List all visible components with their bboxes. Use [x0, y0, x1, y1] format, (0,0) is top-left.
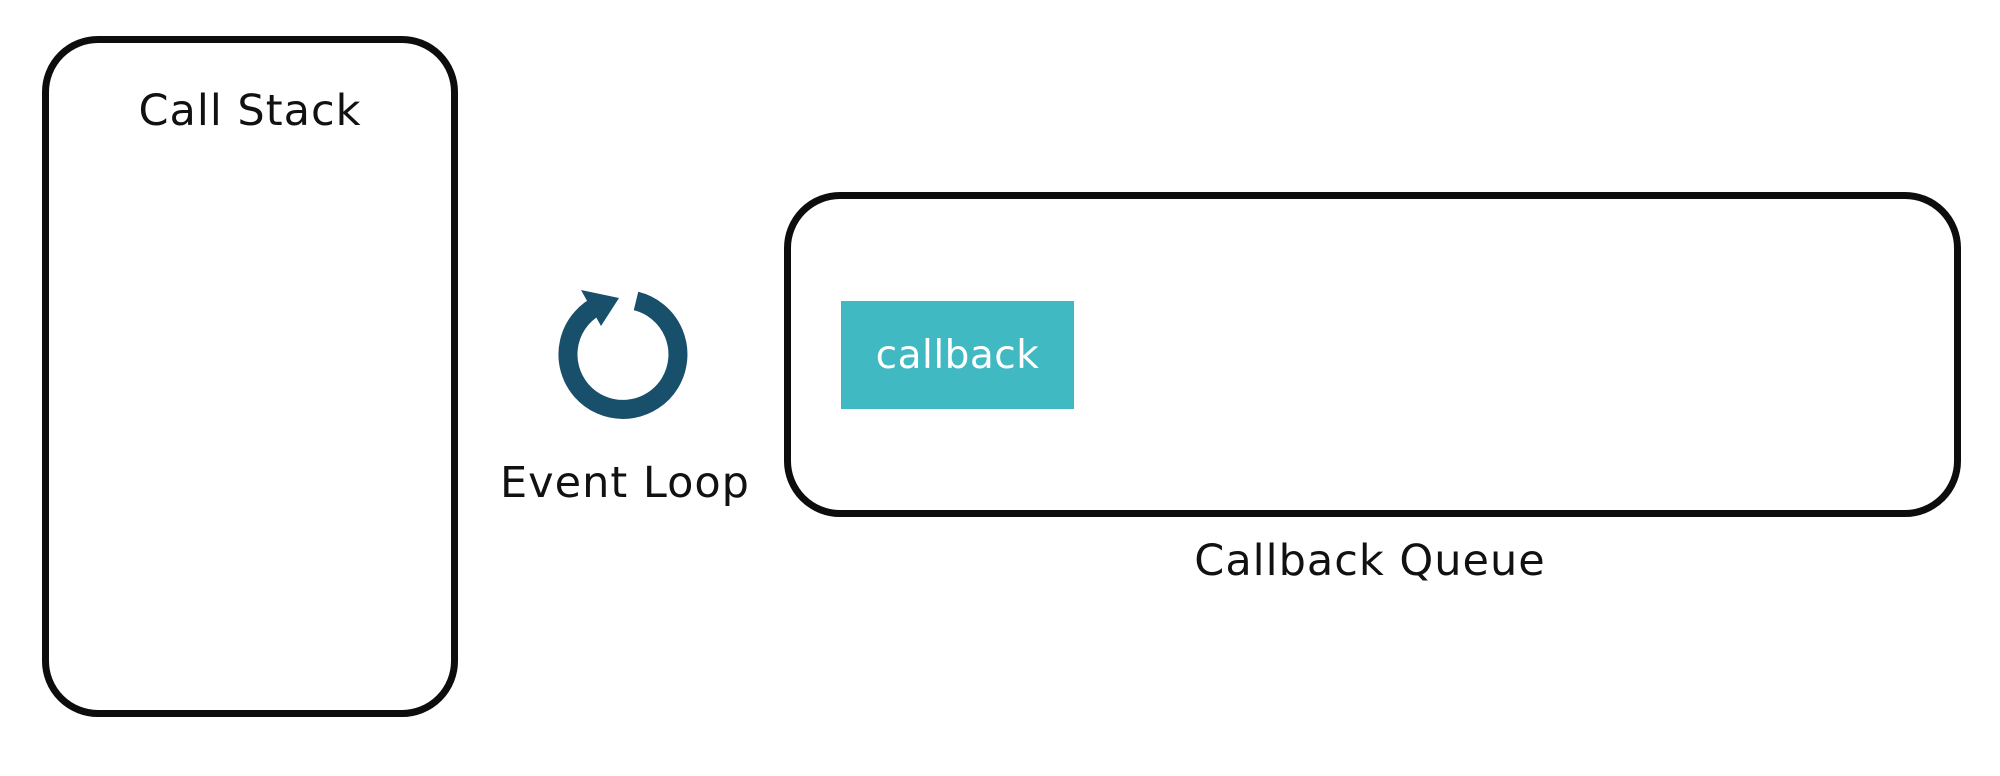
callback-queue-box — [784, 192, 1961, 517]
call-stack-box: Call Stack — [42, 36, 458, 717]
event-loop-label: Event Loop — [500, 458, 750, 508]
callback-queue-label: Callback Queue — [1194, 536, 1546, 586]
callback-queue-item: callback — [841, 301, 1074, 409]
refresh-circle-icon — [558, 290, 688, 419]
call-stack-title: Call Stack — [138, 86, 362, 136]
